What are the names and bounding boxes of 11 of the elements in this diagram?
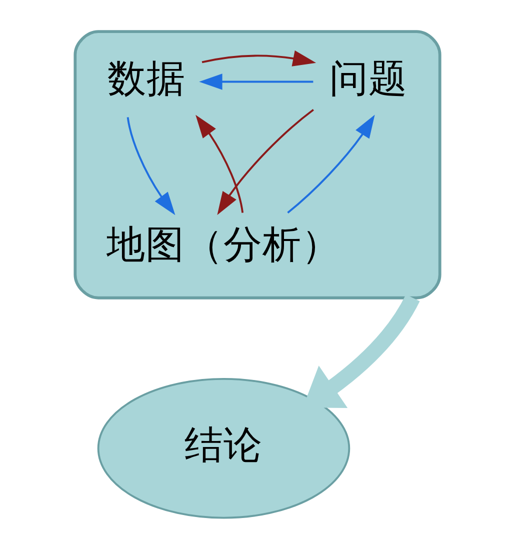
arrow [201, 50, 316, 66]
node-text: 数据 [107, 56, 186, 102]
node-ellipse: 结论 [96, 378, 350, 519]
node-text: 地图（分析） [106, 222, 340, 268]
node-text: 问题 [328, 56, 407, 102]
arrow [198, 74, 313, 90]
cluster [73, 30, 441, 300]
arrow [286, 114, 374, 214]
arrow [126, 117, 175, 216]
arrow [216, 108, 314, 215]
arrow [195, 114, 244, 213]
